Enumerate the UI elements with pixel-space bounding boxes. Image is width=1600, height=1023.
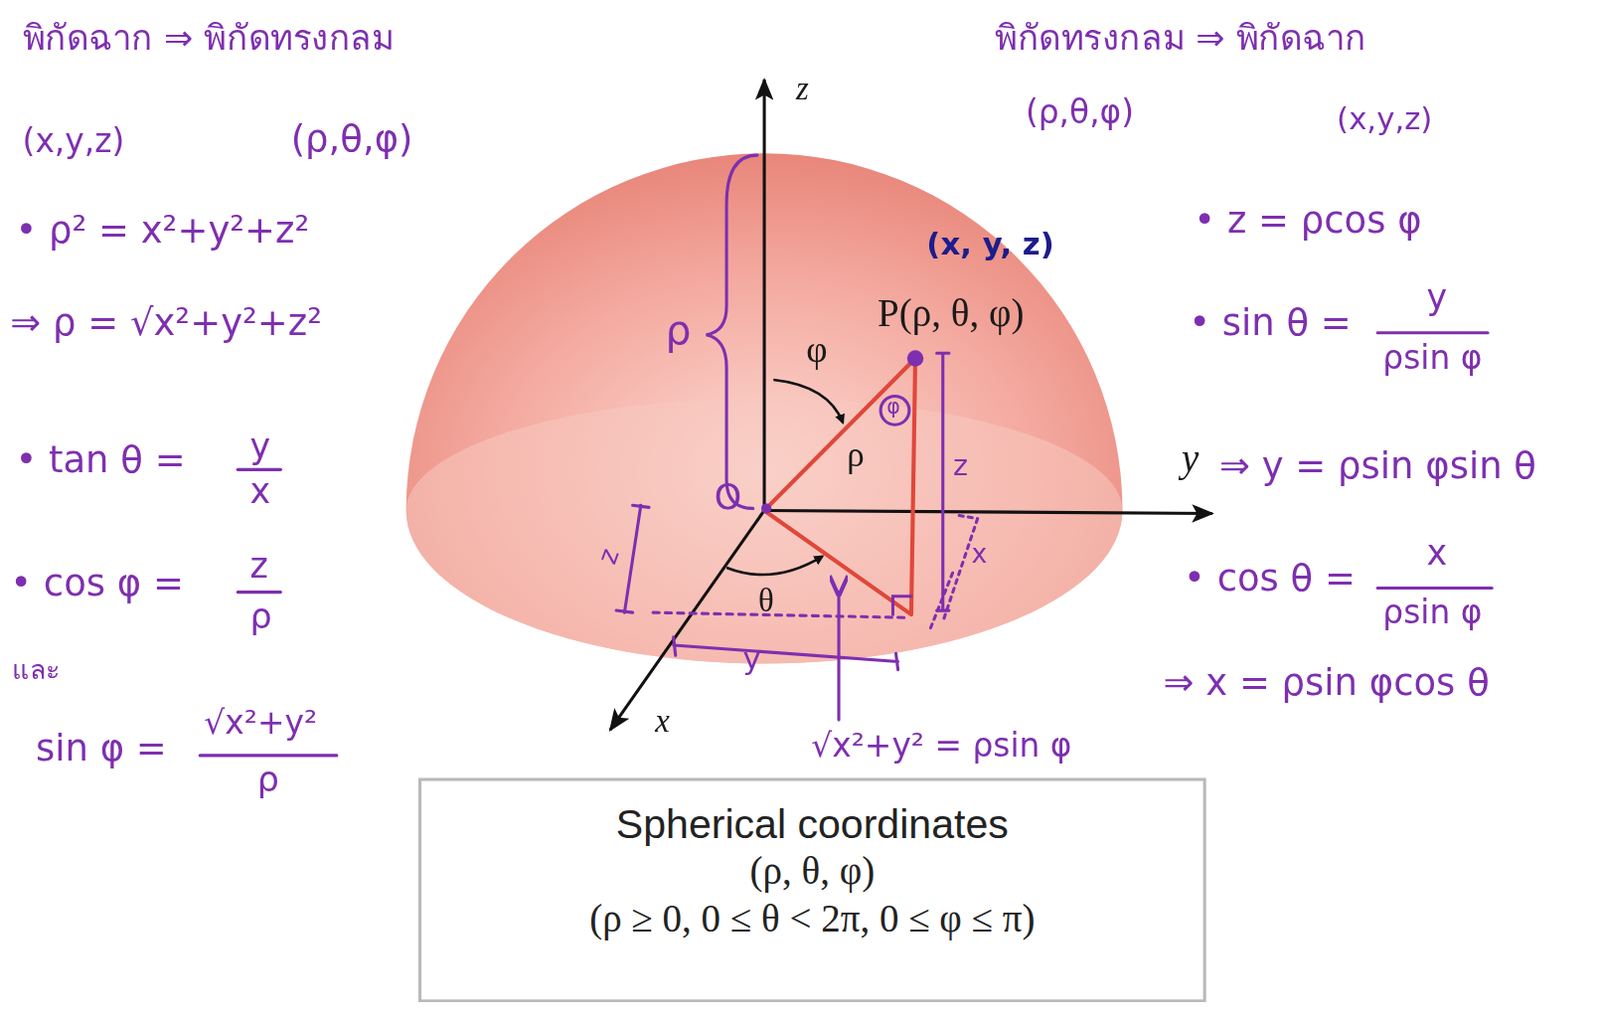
formula: • z = ρcos φ: [1193, 198, 1422, 242]
angle-label: φ: [805, 328, 827, 372]
origin-label: O: [714, 478, 742, 518]
axis-label: y: [1181, 437, 1199, 482]
caption-heading: Spherical coordinates: [421, 799, 1204, 848]
coordinate-tuple: (ρ,θ,φ): [1025, 93, 1134, 132]
fraction-bottom: ρ: [250, 596, 273, 637]
formula: • cos φ =: [9, 561, 184, 605]
axis-label: z: [796, 69, 809, 108]
formula: ⇒ y = ρsin φsin θ: [1219, 444, 1537, 487]
note-word: และ: [11, 654, 60, 686]
fraction-bottom: ρ: [257, 759, 280, 800]
coordinate-tuple: (x,y,z): [22, 122, 126, 160]
z-axis: [763, 79, 767, 510]
phi-arc: [773, 379, 843, 423]
fraction-top: x: [1426, 532, 1447, 573]
origin-dot: [761, 502, 772, 513]
distance-label: ρ: [846, 434, 864, 475]
angle-label: θ: [758, 581, 775, 620]
formula: ⇒ ρ = √x²+y²+z²: [9, 301, 322, 344]
fraction-top: y: [250, 426, 272, 467]
formula: • tan θ =: [14, 439, 185, 482]
axis-label: x: [654, 702, 670, 741]
fraction-top: √x²+y²: [203, 704, 318, 743]
dimension-label: x: [971, 538, 988, 570]
dimension-label: ρ: [664, 306, 691, 353]
dimension-label: y: [743, 640, 762, 676]
caption-line: (ρ ≥ 0, 0 ≤ θ < 2π, 0 ≤ φ ≤ π): [421, 894, 1204, 942]
fraction-bottom: ρsin φ: [1382, 338, 1482, 377]
note-heading: พิกัดฉาก ⇒ พิกัดทรงกลม: [22, 17, 395, 58]
angle-mark: φ: [886, 394, 901, 419]
coordinate-tuple: (x,y,z): [1336, 102, 1433, 138]
dimension-label: z: [953, 449, 968, 482]
point-label: P(ρ, θ, φ): [877, 291, 1024, 336]
fraction-top: y: [1426, 277, 1447, 318]
point-coordinates: (x, y, z): [926, 226, 1055, 262]
coordinate-triangle: [764, 357, 916, 615]
point-p: [907, 349, 924, 366]
y-axis: [764, 509, 1213, 513]
note-formula: √x²+y² = ρsin φ: [810, 726, 1072, 765]
formula: • sin θ =: [1188, 301, 1352, 344]
fraction-bottom: x: [250, 471, 272, 511]
formula: • cos θ =: [1183, 556, 1356, 600]
formula: • ρ² = x²+y²+z²: [14, 209, 310, 253]
coordinate-tuple: (ρ,θ,φ): [291, 117, 414, 160]
formula: sin φ =: [35, 726, 167, 770]
note-heading: พิกัดทรงกลม ⇒ พิกัดฉาก: [994, 17, 1367, 58]
caption-box: Spherical coordinates(ρ, θ, φ)(ρ ≥ 0, 0 …: [418, 777, 1207, 1002]
theta-arc: [726, 556, 823, 575]
caption-line: (ρ, θ, φ): [421, 847, 1204, 895]
x-axis: [610, 509, 765, 730]
formula: ⇒ x = ρsin φcos θ: [1163, 660, 1490, 704]
fraction-bottom: ρsin φ: [1382, 594, 1482, 633]
fraction-top: z: [250, 545, 269, 586]
